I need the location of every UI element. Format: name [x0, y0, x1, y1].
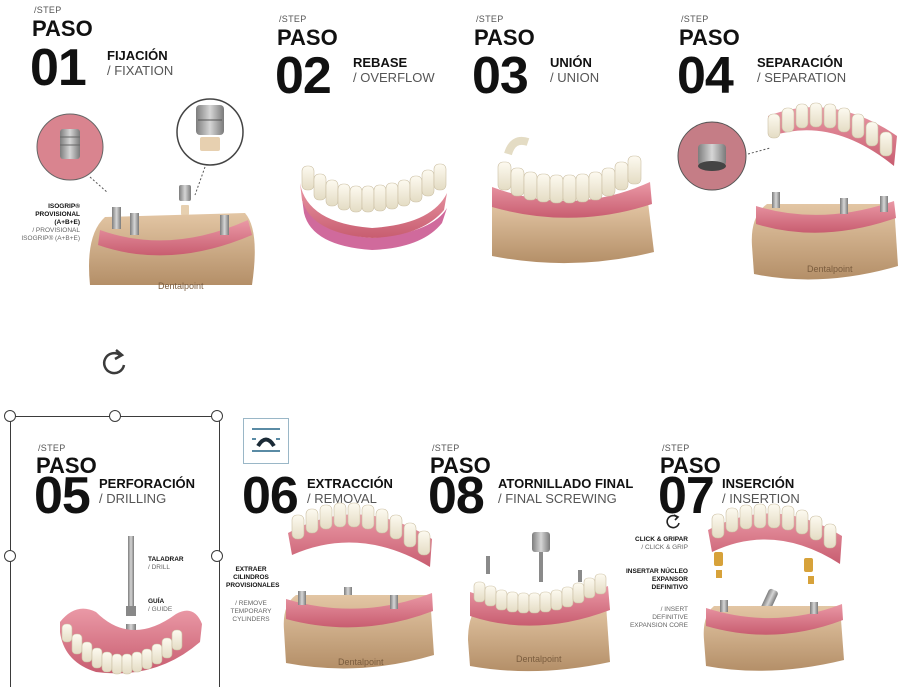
step-title-es: REBASE	[353, 55, 407, 70]
click-grip-note: CLICK & GRIPAR/ CLICK & GRIP	[628, 536, 688, 552]
step-01-illustration: Dentalpoint	[30, 95, 270, 305]
step-paso: PASO	[474, 27, 535, 49]
step-number: 02	[275, 52, 331, 100]
step-04-illustration: Dentalpoint	[672, 96, 900, 288]
step-number: 01	[30, 44, 86, 92]
svg-text:Dentalpoint: Dentalpoint	[807, 264, 853, 274]
svg-text:Dentalpoint: Dentalpoint	[338, 657, 384, 667]
step-kicker: /STEP	[279, 14, 307, 24]
step-paso: PASO	[679, 27, 740, 49]
resize-handle-left[interactable]	[4, 550, 16, 562]
svg-text:Dentalpoint: Dentalpoint	[516, 654, 562, 664]
step-number: 04	[677, 52, 733, 100]
insert-core-note: INSERTAR NÚCLEO EXPANSOR DEFINITIVO / IN…	[624, 568, 688, 630]
step-title-en: / SEPARATION	[757, 70, 846, 85]
step-title-es: SEPARACIÓN	[757, 55, 843, 70]
step-title-en: / DRILLING	[99, 491, 166, 506]
step-kicker: /STEP	[34, 5, 62, 15]
step-03-illustration	[488, 132, 658, 272]
step-title-es: EXTRACCIÓN	[307, 476, 393, 491]
step-title-en: / FINAL SCREWING	[498, 491, 617, 506]
rotate-arrow-icon	[664, 513, 682, 531]
svg-text:Dentalpoint: Dentalpoint	[158, 281, 204, 291]
step-title-es: FIJACIÓN	[107, 48, 168, 63]
step-title-en: / OVERFLOW	[353, 70, 435, 85]
resize-handle-top[interactable]	[109, 410, 121, 422]
step-title-es: ATORNILLADO FINAL	[498, 476, 633, 491]
remove-cylinders-note: EXTRAER CILINDROS PROVISIONALES / REMOVE…	[226, 566, 276, 624]
step-kicker: /STEP	[662, 443, 690, 453]
step-title-es: UNIÓN	[550, 55, 592, 70]
step-title-es: PERFORACIÓN	[99, 476, 195, 491]
step-paso: PASO	[32, 18, 93, 40]
step-kicker: /STEP	[476, 14, 504, 24]
step-title-en: / UNION	[550, 70, 599, 85]
step-title-es: INSERCIÓN	[722, 476, 794, 491]
step-06-illustration: Dentalpoint	[280, 495, 440, 675]
wrap-text-icon	[244, 419, 288, 463]
step-number: 03	[472, 52, 528, 100]
resize-handle-right[interactable]	[211, 550, 223, 562]
step-kicker: /STEP	[38, 443, 66, 453]
step-kicker: /STEP	[681, 14, 709, 24]
rotate-handle-icon[interactable]	[96, 345, 132, 381]
step-08-illustration: Dentalpoint	[466, 530, 616, 678]
step-number: 08	[428, 472, 484, 520]
step-02-illustration	[292, 138, 452, 253]
step-number: 05	[34, 472, 90, 520]
layout-options-button[interactable]	[243, 418, 289, 464]
resize-handle-top-right[interactable]	[211, 410, 223, 422]
step-05-illustration	[56, 532, 206, 682]
resize-handle-top-left[interactable]	[4, 410, 16, 422]
step-kicker: /STEP	[432, 443, 460, 453]
step-paso: PASO	[277, 27, 338, 49]
step-07-illustration	[700, 500, 850, 680]
step-title-en: / FIXATION	[107, 63, 173, 78]
